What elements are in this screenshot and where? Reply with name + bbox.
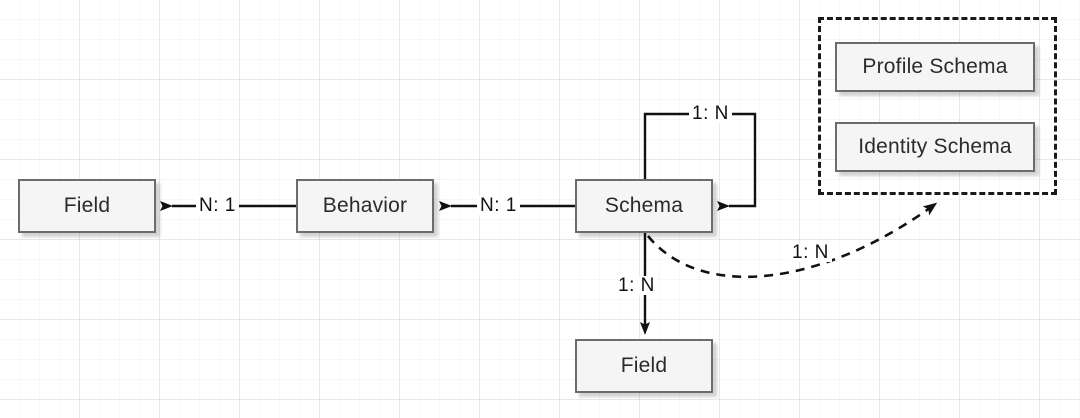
node-label: Field (620, 354, 668, 377)
edge-label-schema-to-subtypes: 1: N (789, 243, 832, 262)
node-field-left[interactable]: Field (18, 179, 156, 233)
edge-label-behavior-to-field: N: 1 (196, 196, 239, 215)
node-schema[interactable]: Schema (575, 179, 713, 233)
node-identity-schema[interactable]: Identity Schema (835, 122, 1035, 172)
edge-label-schema-self-loop: 1: N (689, 104, 732, 123)
node-behavior[interactable]: Behavior (296, 179, 434, 233)
node-label: Behavior (322, 194, 408, 217)
node-label: Schema (604, 194, 684, 217)
edge-label-schema-to-field: 1: N (615, 276, 658, 295)
schema-subtypes-group (818, 17, 1057, 195)
node-label: Identity Schema (858, 135, 1012, 158)
edge-label-schema-to-behavior: N: 1 (477, 196, 520, 215)
node-label: Profile Schema (862, 55, 1008, 78)
node-profile-schema[interactable]: Profile Schema (835, 42, 1035, 92)
node-label: Field (63, 194, 111, 217)
node-field-bottom[interactable]: Field (575, 339, 713, 393)
